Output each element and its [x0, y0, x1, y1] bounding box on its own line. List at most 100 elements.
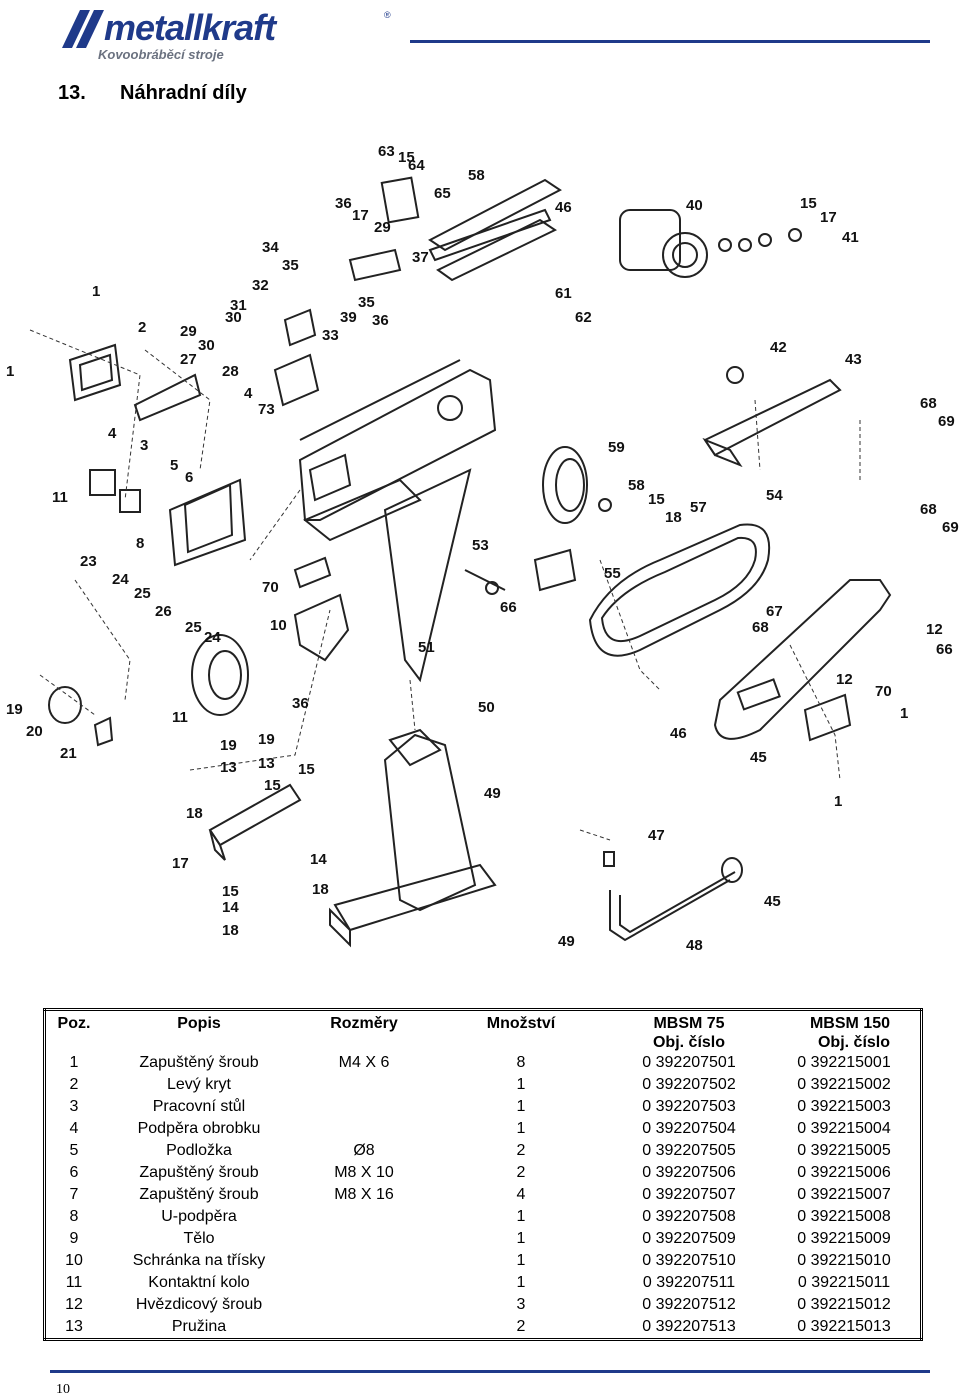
callout-label: 59	[608, 439, 625, 456]
callout-label: 19	[6, 701, 23, 718]
cell-m75: 0 392207513	[642, 1318, 736, 1335]
cell-poz: 4	[69, 1120, 79, 1137]
cell-poz: 6	[69, 1164, 79, 1181]
mbsm150-subtitle: Obj. číslo	[817, 1034, 890, 1051]
cell-m150: 0 392215005	[797, 1142, 891, 1159]
table-header-row: Poz. Popis Rozměry Množství MBSM 75 Obj.…	[45, 1010, 922, 1053]
callout-label: 15	[222, 883, 239, 900]
cell-popis: Pracovní stůl	[152, 1098, 246, 1115]
callout-label: 53	[472, 537, 489, 554]
cell-poz: 12	[65, 1296, 83, 1313]
cell-m75: 0 392207504	[642, 1120, 736, 1137]
callout-label: 24	[112, 571, 129, 588]
callout-label: 15	[264, 777, 281, 794]
cell-poz: 5	[69, 1142, 79, 1159]
exploded-parts-drawing: 63 15 64 65 58 36 17 29 46 34 35 37 32 3…	[6, 143, 959, 954]
callout-label: 19	[258, 731, 275, 748]
callout-label: 33	[322, 327, 339, 344]
cell-mnozstvi: 3	[516, 1296, 526, 1313]
callout-label: 13	[220, 759, 237, 776]
callout-label: 73	[258, 401, 275, 418]
callout-label: 11	[172, 709, 188, 726]
callout-label: 20	[26, 723, 43, 740]
cell-mnozstvi: 1	[516, 1230, 526, 1247]
callout-label: 68	[752, 619, 769, 636]
callout-label: 10	[270, 617, 287, 634]
callout-label: 58	[468, 167, 485, 184]
callout-label: 11	[52, 489, 68, 506]
callout-label: 30	[198, 337, 215, 354]
callout-label: 27	[180, 351, 197, 368]
callout-label: 66	[936, 641, 953, 658]
callout-label: 64	[408, 157, 425, 174]
cell-poz: 8	[69, 1208, 79, 1225]
cell-poz: 13	[65, 1318, 83, 1335]
callout-label: 17	[172, 855, 189, 872]
callout-label: 18	[186, 805, 203, 822]
callout-label: 15	[800, 195, 817, 212]
callout-label: 14	[222, 899, 239, 916]
cell-popis: Podpěra obrobku	[137, 1120, 261, 1137]
logo-wordmark: metallkraft	[104, 7, 278, 48]
callout-label: 23	[80, 553, 97, 570]
parts-table-body: 1 Zapuštěný šroub M4 X 6 8 0 392207501 0 3922…	[45, 1052, 922, 1340]
callout-label: 30	[225, 309, 242, 326]
callout-label: 4	[108, 425, 117, 442]
cell-mnozstvi: 2	[516, 1164, 526, 1181]
callout-label: 18	[312, 881, 329, 898]
cell-popis: Levý kryt	[166, 1076, 231, 1093]
callout-label: 66	[500, 599, 517, 616]
callout-label: 35	[282, 257, 299, 274]
cell-m75: 0 392207501	[642, 1054, 736, 1071]
callout-label: 46	[670, 725, 687, 742]
cell-rozmery	[296, 1228, 432, 1250]
callout-label: 36	[372, 312, 389, 329]
callout-label: 41	[842, 229, 859, 246]
callout-label: 55	[604, 565, 621, 582]
callout-label: 25	[185, 619, 202, 636]
cell-popis: Tělo	[183, 1230, 215, 1247]
callout-label: 51	[418, 639, 435, 656]
cell-rozmery	[296, 1206, 432, 1228]
mbsm75-subtitle: Obj. číslo	[652, 1034, 725, 1051]
callout-label: 68	[920, 395, 937, 412]
callout-label: 43	[845, 351, 862, 368]
callout-label: 18	[665, 509, 682, 526]
callout-label: 37	[412, 249, 429, 266]
cell-popis: Schránka na třísky	[132, 1252, 266, 1269]
cell-popis: Zapuštěný šroub	[139, 1186, 259, 1203]
callout-label: 18	[222, 922, 239, 939]
callout-label: 1	[92, 283, 100, 300]
callout-label: 21	[60, 745, 77, 762]
cell-rozmery: M4 X 6	[338, 1054, 390, 1071]
callout-label: 50	[478, 699, 495, 716]
callout-label: 45	[764, 893, 781, 910]
callout-label: 69	[938, 413, 955, 430]
callout-label: 36	[335, 195, 352, 212]
cell-m150: 0 392215003	[797, 1098, 891, 1115]
cell-popis: Zapuštěný šroub	[139, 1164, 259, 1181]
cell-m150: 0 392215002	[797, 1076, 891, 1093]
callout-label: 70	[875, 683, 892, 700]
callout-label: 15	[648, 491, 665, 508]
col-header-mbsm75: MBSM 75 Obj. číslo	[610, 1010, 768, 1053]
cell-rozmery	[296, 1272, 432, 1294]
cell-mnozstvi: 1	[516, 1274, 526, 1291]
callout-label: 69	[942, 519, 959, 536]
section-heading: Náhradní díly	[120, 82, 247, 104]
cell-m75: 0 392207511	[642, 1274, 736, 1291]
callout-label: 1	[6, 363, 14, 380]
cell-popis: U-podpěra	[161, 1208, 237, 1225]
cell-rozmery	[296, 1316, 432, 1340]
cell-mnozstvi: 1	[516, 1208, 526, 1225]
callout-label: 29	[180, 323, 197, 340]
cell-mnozstvi: 1	[516, 1252, 526, 1269]
footer-rule	[50, 1370, 930, 1373]
callout-label: 54	[766, 487, 783, 504]
page-number: 10	[56, 1382, 70, 1397]
